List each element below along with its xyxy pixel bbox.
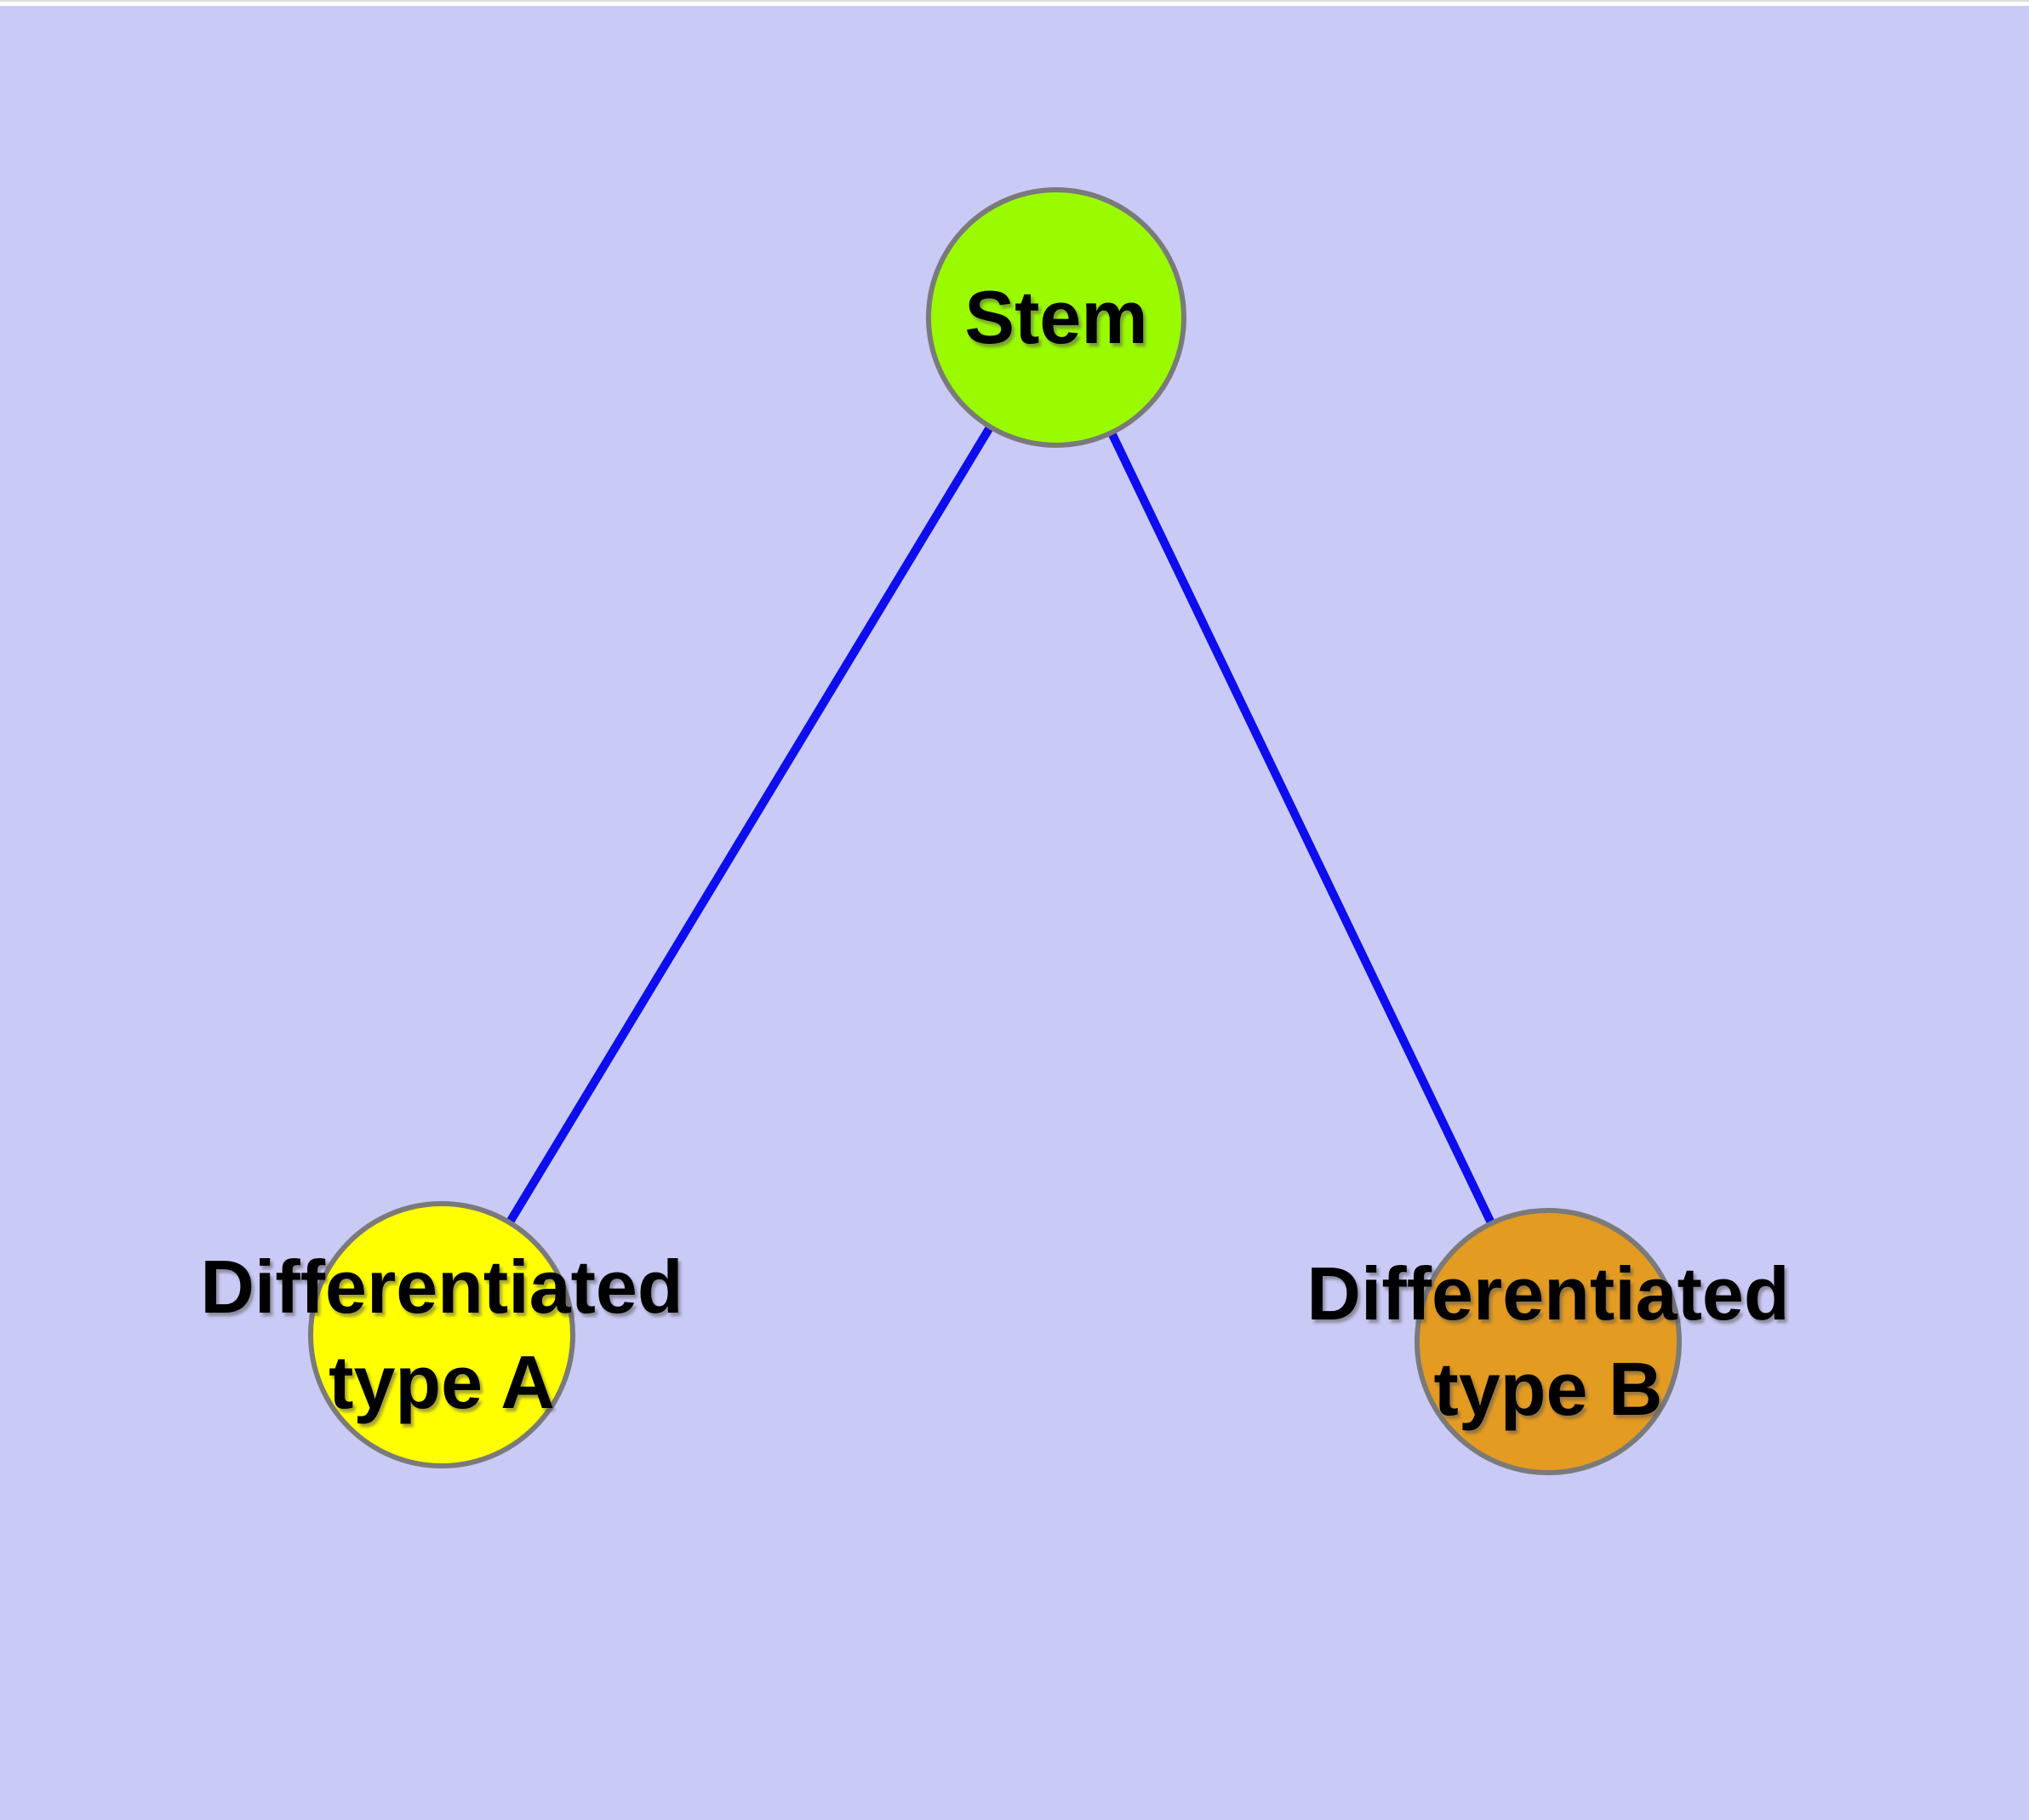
top-edge-hairline: [0, 0, 2029, 2]
top-edge-strip: [0, 2, 2029, 6]
node-type-b-circle: [1415, 1208, 1682, 1475]
edge-stem-to-type-b: [1052, 315, 1552, 1344]
edge-stem-to-type-a: [437, 315, 1060, 1337]
node-type-a-circle: [308, 1201, 575, 1468]
node-stem-circle: [926, 187, 1186, 448]
